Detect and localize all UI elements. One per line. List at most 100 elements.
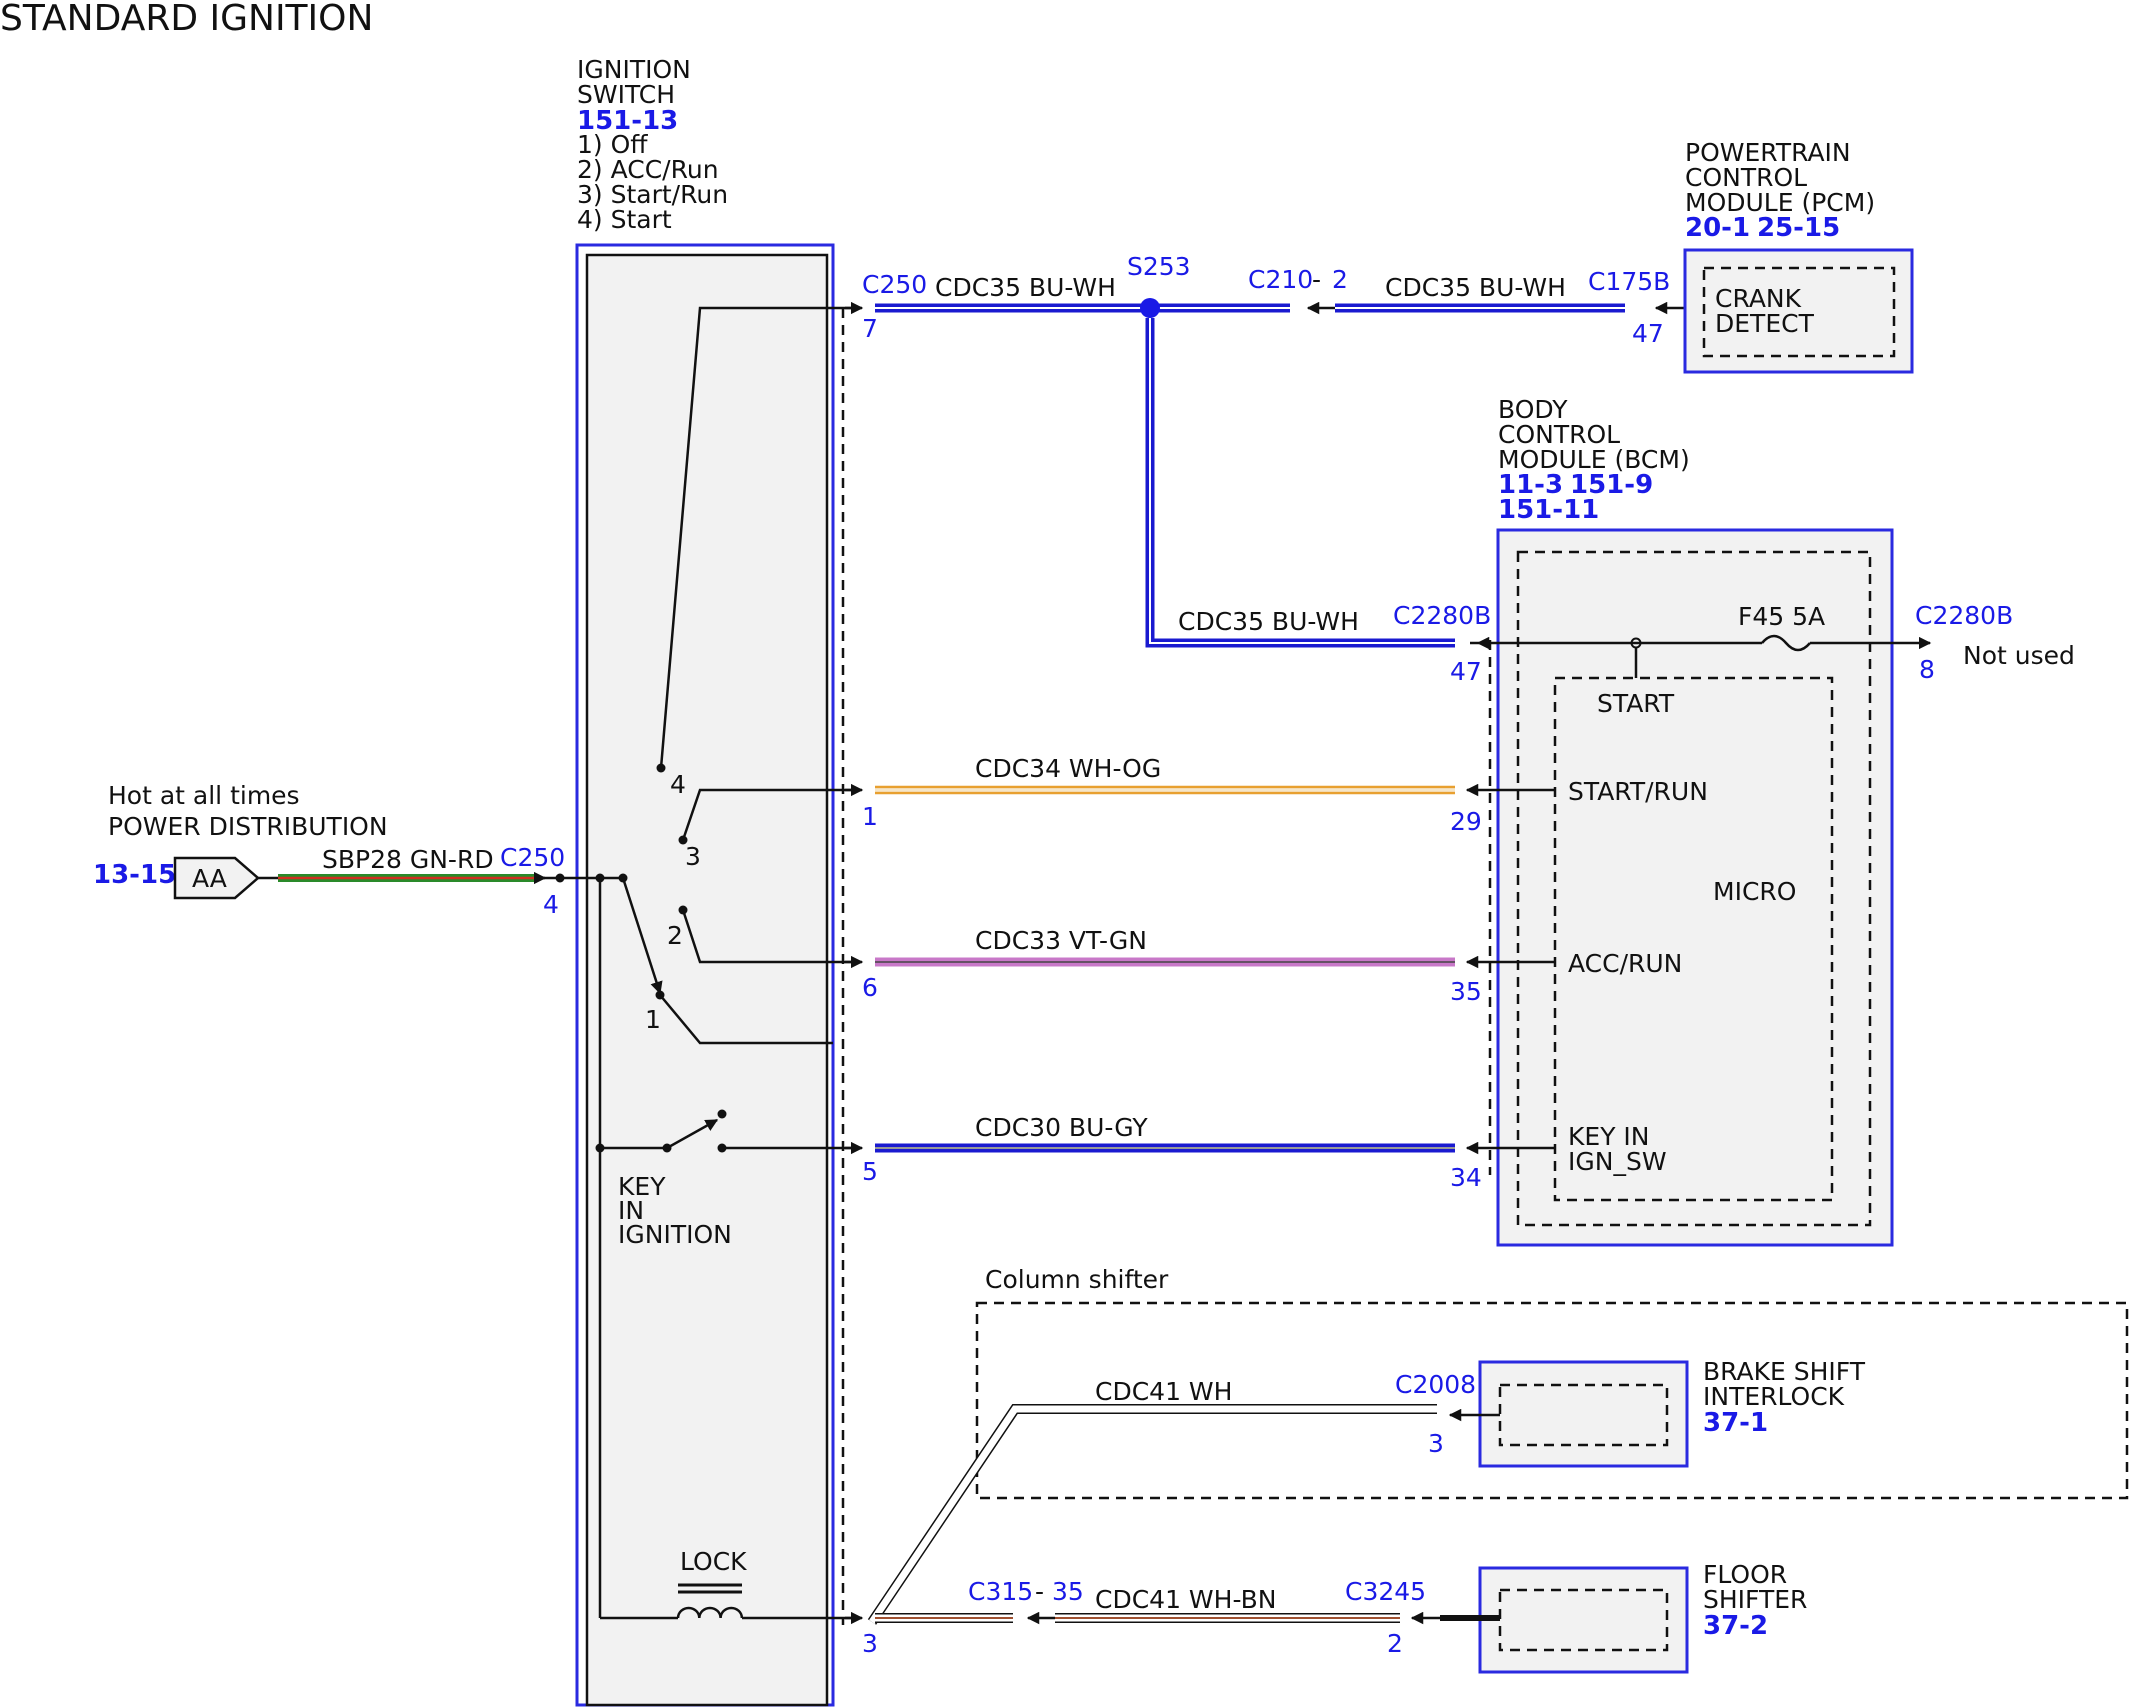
contact-1-number: 1 [645, 1005, 661, 1034]
power-source-ref: 13-15 [93, 860, 176, 890]
bcm-name-1: BODY [1498, 395, 1568, 424]
cdc41-wh-label: CDC41 WH [1095, 1377, 1232, 1406]
power-connector-tag-label: AA [192, 864, 227, 893]
cdc35-label-b: CDC35 BU-WH [1385, 273, 1566, 302]
key-label-1: KEY [618, 1172, 666, 1201]
bcm-acc-run-label: ACC/RUN [1568, 949, 1682, 978]
contact-3-number: 3 [685, 842, 701, 871]
cdc35-label-c: CDC35 BU-WH [1178, 607, 1359, 636]
cdc35-circuit: C250 7 CDC35 BU-WH S253 C210 - 2 CDC35 B… [845, 252, 1702, 648]
bcm-micro-box [1553, 676, 1834, 1202]
splice-s253-label: S253 [1127, 252, 1191, 281]
ignition-position-4: 4) Start [577, 205, 672, 234]
column-shifter-dashed-box [975, 1301, 2129, 1500]
key-switch-blade [666, 1118, 719, 1150]
contact-3-point [678, 835, 688, 845]
pcm-name-3: MODULE (PCM) [1685, 188, 1875, 217]
c2280b-pin-47: 47 [1450, 657, 1482, 686]
key-label-2: IN [618, 1196, 644, 1225]
c250-pin-5: 5 [862, 1157, 878, 1186]
bcm-name-3: MODULE (BCM) [1498, 445, 1690, 474]
c2008-label: C2008 [1395, 1370, 1476, 1399]
bcm-ref-1: 11-3 [1498, 470, 1563, 500]
pcm-crank-label: CRANK [1715, 284, 1802, 313]
cdc35-wire-c-stripe [1149, 318, 1455, 644]
power-source: Hot at all times POWER DISTRIBUTION 13-1… [93, 781, 565, 919]
pcm-module: POWERTRAIN CONTROL MODULE (PCM) 20-1 25-… [1683, 138, 1914, 374]
ignition-position-1: 1) Off [577, 130, 648, 159]
c3245-label: C3245 [1345, 1577, 1426, 1606]
ignition-switch-inner-box [585, 253, 829, 1707]
cdc34-circuit: CDC34 WH-OG 1 29 [845, 754, 1555, 836]
floor-shifter-box [1478, 1566, 1689, 1674]
c250-top-label: C250 [862, 270, 927, 299]
key-label-3: IGNITION [618, 1220, 732, 1249]
ignition-switch-ref: 151-13 [577, 106, 678, 136]
cdc41-wh-wire-fill [869, 1405, 1437, 1624]
floor-shifter-inner-dashed [1498, 1588, 1669, 1652]
bcm-ref-2: 151-9 [1570, 470, 1653, 500]
contact-3-wire [681, 788, 855, 841]
c2008-pin-3: 3 [1428, 1429, 1444, 1458]
c3245-pin-2: 2 [1387, 1629, 1403, 1658]
cdc33-label: CDC33 VT-GN [975, 926, 1147, 955]
c250-pin-3: 3 [862, 1629, 878, 1658]
cdc30-circuit: CDC30 BU-GY 5 34 [845, 1113, 1555, 1192]
column-shifter-label: Column shifter [985, 1265, 1169, 1294]
contact-1-wire [659, 994, 833, 1045]
c250-pin-1: 1 [862, 802, 878, 831]
brake-shift-interlock-box [1478, 1360, 1689, 1468]
cdc35-wire-c [1145, 318, 1455, 648]
c315-dash: - [1035, 1577, 1044, 1606]
fuse-f45 [1761, 634, 1811, 652]
feed-junction-1 [555, 873, 565, 883]
floor-shifter-ref: 37-2 [1703, 1611, 1768, 1641]
lock-coil [676, 1606, 744, 1619]
lock-label: LOCK [680, 1547, 747, 1576]
pcm-detect-label: DETECT [1715, 309, 1815, 338]
splice-s253 [1140, 298, 1160, 318]
key-switch-contact [717, 1109, 727, 1119]
contact-2-wire [681, 909, 855, 964]
sbp28-label: SBP28 GN-RD [322, 845, 494, 874]
ignition-position-2: 2) ACC/Run [577, 155, 719, 184]
c2280b-left-label: C2280B [1393, 601, 1491, 630]
c175b-pin-47: 47 [1632, 319, 1664, 348]
contact-4-point [656, 763, 666, 773]
pcm-ref-2: 25-15 [1757, 213, 1840, 243]
c250-left-label: C250 [500, 843, 565, 872]
floor-shifter-name-2: SHIFTER [1703, 1585, 1807, 1614]
bcm-key-in-label: KEY IN [1568, 1122, 1649, 1151]
pcm-name-2: CONTROL [1685, 163, 1807, 192]
c2280b-pin-8: 8 [1919, 655, 1935, 684]
pcm-ref-1: 20-1 [1685, 213, 1750, 243]
contact-2-number: 2 [667, 921, 683, 950]
power-source-line-1: Hot at all times [108, 781, 300, 810]
floor-shifter-name-1: FLOOR [1703, 1560, 1787, 1589]
brake-shift-name-2: INTERLOCK [1703, 1382, 1845, 1411]
bcm-start-run-label: START/RUN [1568, 777, 1708, 806]
c315-label: C315 [968, 1577, 1033, 1606]
bcm-ign-sw-label: IGN_SW [1568, 1147, 1667, 1176]
c250-pin-6: 6 [862, 973, 878, 1002]
c315-pin: 35 [1052, 1577, 1084, 1606]
ignition-switch-name-2: SWITCH [577, 80, 675, 109]
column-shifter-group: Column shifter BRAKE SHIFT INTERLOCK 37-… [867, 1265, 2129, 1625]
cdc34-label: CDC34 WH-OG [975, 754, 1161, 783]
c175b-label: C175B [1588, 267, 1670, 296]
contact-2-point [678, 905, 688, 915]
ignition-position-3: 3) Start/Run [577, 180, 728, 209]
bcm-module: BODY CONTROL MODULE (BCM) 11-3 151-9 151… [1393, 395, 2075, 1247]
floor-shifter-group: FLOOR SHIFTER 37-2 C3245 2 C315 - 35 CDC… [845, 1560, 1807, 1674]
cdc30-label: CDC30 BU-GY [975, 1113, 1148, 1142]
diagram-title: STANDARD IGNITION [0, 0, 373, 39]
pcm-inner-dashed [1702, 266, 1896, 358]
brake-shift-inner-dashed [1498, 1383, 1669, 1447]
bcm-micro-label: MICRO [1713, 877, 1796, 906]
pcm-box [1683, 248, 1914, 374]
c210-pin: 2 [1332, 265, 1348, 294]
bcm-ref-3: 151-11 [1498, 495, 1599, 525]
power-connector-tag [173, 856, 260, 900]
c2280b-right-label: C2280B [1915, 601, 2013, 630]
